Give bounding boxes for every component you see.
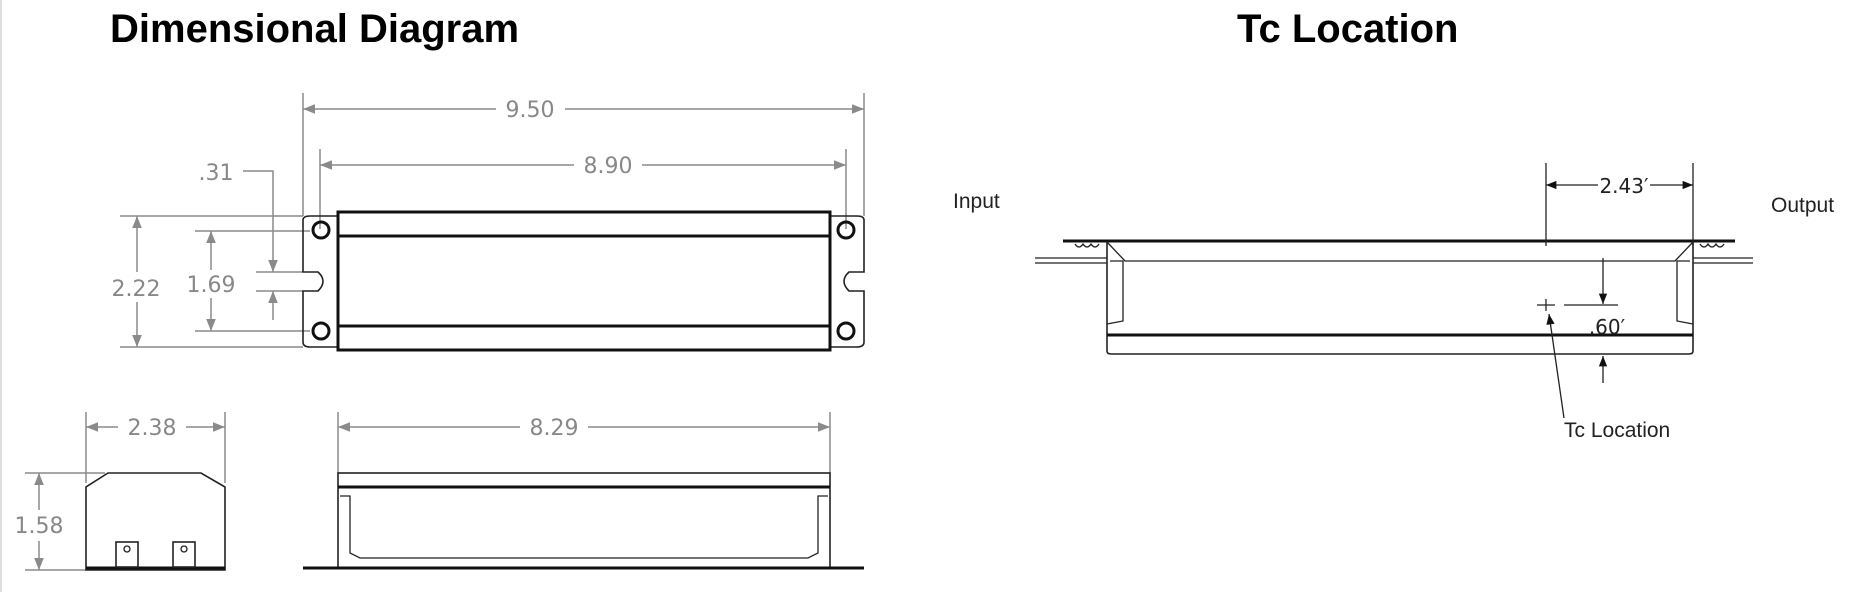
- dimension-slot-offset: .31: [199, 161, 303, 320]
- mounting-hole-icon: [311, 321, 331, 341]
- dimension-mounting-length: 8.90: [319, 149, 847, 229]
- tc-location-title: Tc Location: [1237, 7, 1458, 51]
- dimension-mounting-width: 1.69: [187, 230, 310, 332]
- dimension-tc-from-bottom: .60′: [1564, 258, 1626, 383]
- dimension-end-width: 2.38: [85, 412, 226, 483]
- svg-text:1.69: 1.69: [187, 273, 236, 298]
- dimension-tc-from-output: 2.43′: [1545, 163, 1694, 246]
- output-label: Output: [1771, 194, 1834, 217]
- dimension-height: 1.58: [15, 472, 105, 571]
- svg-text:2.38: 2.38: [128, 416, 177, 441]
- ballast-side-view: [1035, 239, 1753, 355]
- dimension-body-length: 8.29: [337, 412, 831, 473]
- mounting-hole-icon: [836, 220, 856, 240]
- svg-text:2.43′: 2.43′: [1599, 174, 1649, 198]
- svg-text:.31: .31: [199, 161, 234, 186]
- tc-location-diagram: Tc Location Input Output 2.43′ .6: [953, 7, 1834, 442]
- mounting-hole-icon: [311, 220, 331, 240]
- top-view: [302, 210, 865, 352]
- svg-text:8.29: 8.29: [530, 416, 579, 441]
- input-label: Input: [953, 190, 1000, 213]
- dimension-overall-width: 2.22: [112, 215, 303, 348]
- svg-text:2.22: 2.22: [112, 277, 161, 302]
- dimension-overall-length: 9.50: [302, 93, 865, 216]
- mounting-hole-icon: [836, 321, 856, 341]
- dimensional-diagram: Dimensional Diagram 9.50 8.90 .31: [15, 7, 865, 571]
- tc-location-label: Tc Location: [1564, 419, 1670, 442]
- svg-text:9.50: 9.50: [506, 98, 555, 123]
- svg-text:.60′: .60′: [1589, 315, 1626, 339]
- svg-text:8.90: 8.90: [584, 154, 633, 179]
- tc-point-marker-icon: [1537, 299, 1565, 419]
- svg-text:1.58: 1.58: [15, 514, 64, 539]
- end-view: [85, 472, 226, 571]
- dimensional-diagram-title: Dimensional Diagram: [110, 7, 519, 51]
- side-view: [303, 472, 864, 570]
